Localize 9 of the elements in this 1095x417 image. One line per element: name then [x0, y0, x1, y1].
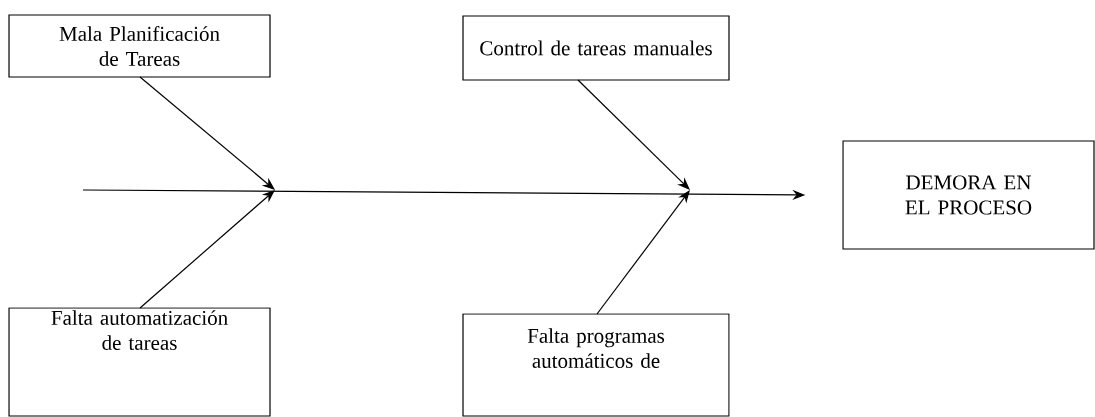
arrow	[139, 76, 275, 190]
cause-box: Control de tareas manuales	[462, 15, 730, 81]
cause-box: Falta programas automáticos de	[462, 313, 730, 417]
cause-box: Falta automatización de tareas	[8, 307, 271, 417]
arrow	[596, 190, 690, 315]
arrow	[577, 79, 690, 190]
cause-box: Mala Planificación de Tareas	[8, 14, 271, 78]
arrow	[139, 190, 275, 309]
effect-box: DEMORA EN EL PROCESO	[842, 140, 1095, 250]
